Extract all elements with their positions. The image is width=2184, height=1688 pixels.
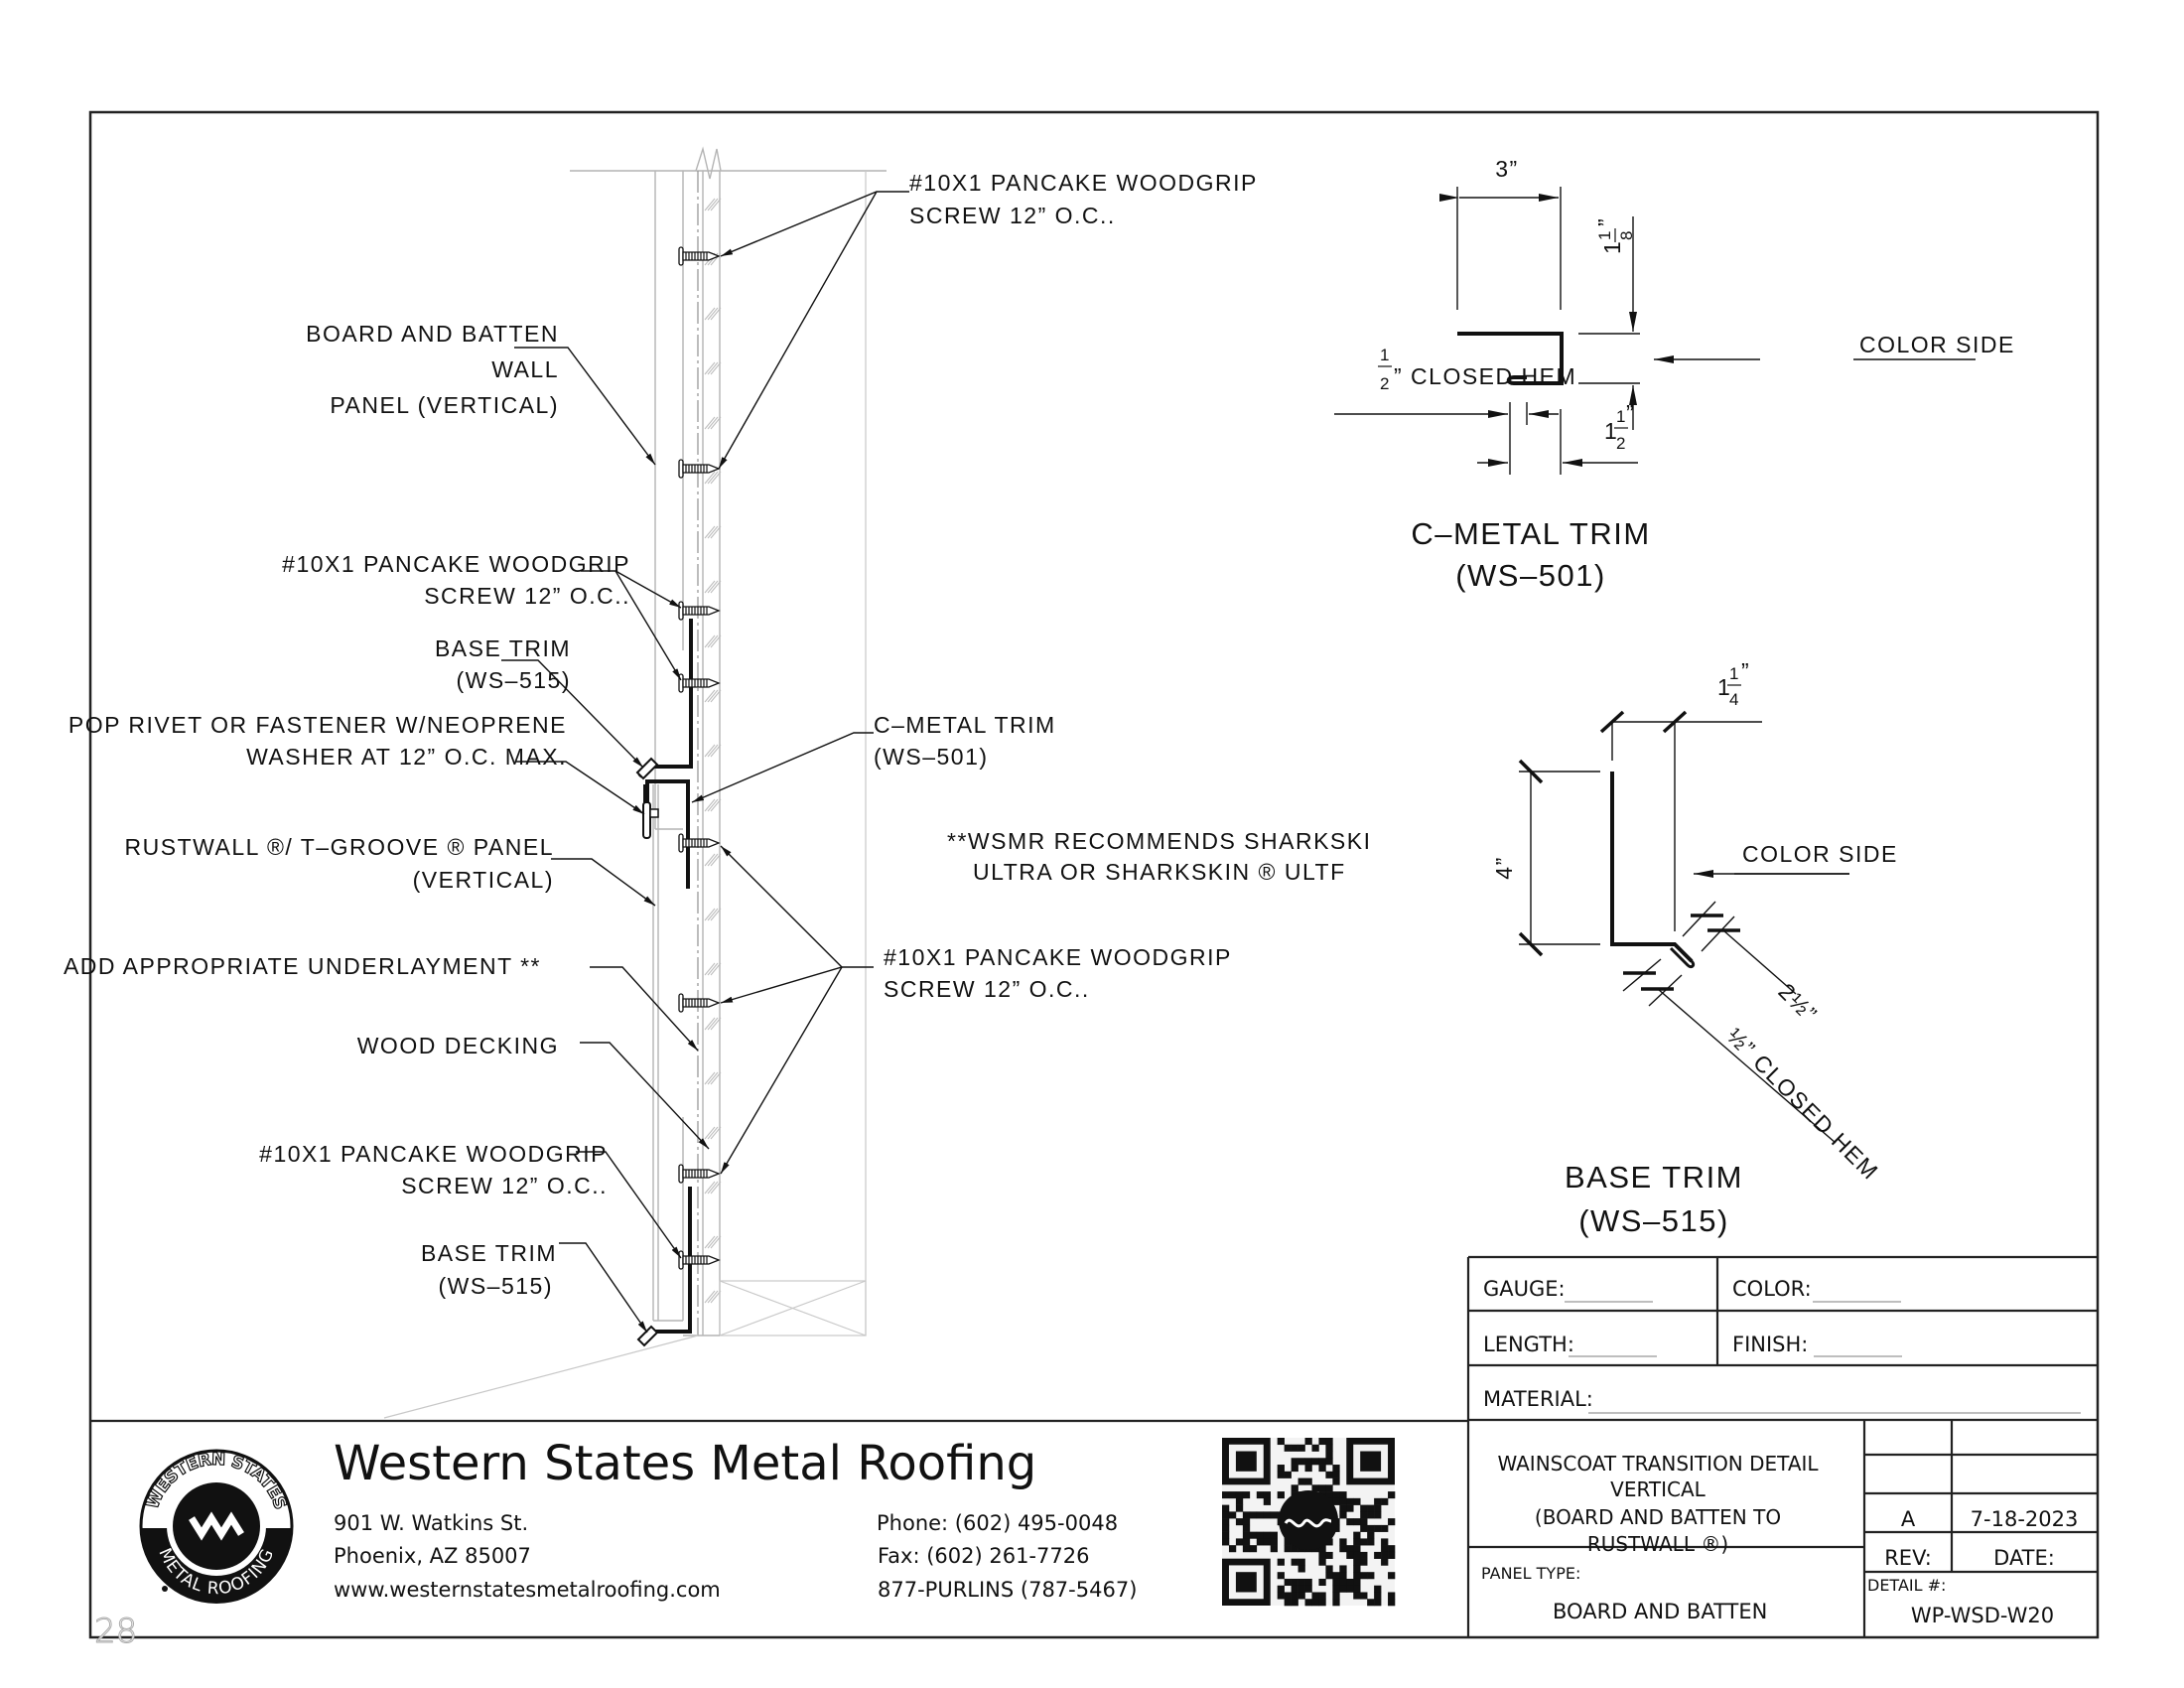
c-metal-trim-part-no: (WS–501) xyxy=(1455,558,1606,593)
label-screw-top: SCREW 12” O.C.. xyxy=(909,203,1116,228)
label-screw-right: #10X1 PANCAKE WOODGRIP xyxy=(884,944,1232,970)
label-pop-rivet: WASHER AT 12” O.C. MAX. xyxy=(246,744,567,770)
svg-text:1: 1 xyxy=(1595,229,1614,240)
screw-icon xyxy=(678,601,720,621)
company-tollfree: 877-PURLINS (787-5467) xyxy=(878,1578,1137,1602)
screw-icon xyxy=(678,1164,720,1184)
svg-text:”: ” xyxy=(1626,400,1635,426)
note-sharkskin: ULTRA OR SHARKSKIN ® ULTF xyxy=(973,859,1346,885)
company-phone: Phone: (602) 495-0048 xyxy=(877,1511,1118,1535)
label-base-trim-upper: (WS–515) xyxy=(456,667,571,693)
date-value: 7-18-2023 xyxy=(1971,1507,2079,1531)
dim-height: 4” xyxy=(1491,856,1517,879)
label-screw-right: SCREW 12” O.C.. xyxy=(884,976,1090,1002)
svg-text:2: 2 xyxy=(1380,374,1391,393)
framing-block xyxy=(719,1280,867,1336)
base-trim-title: BASE TRIM xyxy=(1565,1160,1743,1195)
label-base-trim-lower: (WS–515) xyxy=(438,1273,553,1299)
drawing-title: VERTICAL xyxy=(1610,1477,1706,1501)
label-board-batten: WALL xyxy=(491,356,559,382)
base-trim-shape xyxy=(1610,772,1694,963)
drawing-title: WAINSCOAT TRANSITION DETAIL xyxy=(1497,1452,1819,1476)
screw-icon xyxy=(678,833,720,853)
svg-text:2: 2 xyxy=(1616,434,1627,453)
svg-text:1: 1 xyxy=(1616,407,1627,426)
panel-type-label: PANEL TYPE: xyxy=(1481,1564,1580,1583)
dim-top: 1 xyxy=(1599,240,1625,254)
company-address-line2: Phoenix, AZ 85007 xyxy=(334,1544,531,1568)
page-number: 28 xyxy=(94,1612,137,1651)
detail-label: DETAIL #: xyxy=(1867,1576,1946,1595)
grade-line xyxy=(383,1335,699,1419)
c-metal-trim-title: C–METAL TRIM xyxy=(1411,516,1650,551)
rev-label: REV: xyxy=(1884,1546,1932,1570)
company-name: Western States Metal Roofing xyxy=(334,1436,1036,1491)
screw-icon xyxy=(678,673,720,693)
label-underlayment: ADD APPROPRIATE UNDERLAYMENT ** xyxy=(64,953,541,979)
panel-type-value: BOARD AND BATTEN xyxy=(1553,1600,1767,1623)
label-board-batten: BOARD AND BATTEN xyxy=(306,321,559,347)
screw-icon xyxy=(678,1250,720,1270)
rev-value: A xyxy=(1901,1507,1916,1531)
company-logo: WESTERN STATES METAL ROOFING xyxy=(139,1449,294,1604)
svg-text:4: 4 xyxy=(1729,690,1740,709)
qr-code[interactable] xyxy=(1222,1438,1396,1607)
dim-width: 3” xyxy=(1495,156,1518,182)
spec-block: GAUGE: COLOR: LENGTH: FINISH: MATERIAL: xyxy=(1466,1255,2098,1637)
label-base-trim-lower: BASE TRIM xyxy=(421,1240,557,1266)
detail-number: WP-WSD-W20 xyxy=(1911,1604,2054,1627)
label-screw-mid: SCREW 12” O.C.. xyxy=(424,583,630,609)
leader-lines xyxy=(501,191,909,1334)
label-color-side: COLOR SIDE xyxy=(1859,332,2015,357)
label-rustwall: RUSTWALL ®/ T–GROOVE ® PANEL xyxy=(125,834,554,860)
screw-icon xyxy=(678,459,720,479)
label-rustwall: (VERTICAL) xyxy=(413,867,554,893)
sheet-border xyxy=(88,110,2100,1639)
svg-text:1: 1 xyxy=(1729,664,1740,683)
label-screw-top: #10X1 PANCAKE WOODGRIP xyxy=(909,170,1258,196)
gauge-label: GAUGE: xyxy=(1483,1277,1566,1301)
label-wood-decking: WOOD DECKING xyxy=(357,1033,559,1058)
company-website[interactable]: www.westernstatesmetalroofing.com xyxy=(334,1578,721,1602)
finish-label: FINISH: xyxy=(1732,1333,1808,1356)
c-metal-trim-shape xyxy=(1457,332,1564,385)
svg-text:1: 1 xyxy=(1380,346,1391,364)
company-fax: Fax: (602) 261-7726 xyxy=(878,1544,1089,1568)
label-board-batten: PANEL (VERTICAL) xyxy=(330,392,559,418)
label-color-side: COLOR SIDE xyxy=(1742,841,1898,867)
date-label: DATE: xyxy=(1993,1546,2055,1570)
company-address-line1: 901 W. Watkins St. xyxy=(334,1511,528,1535)
base-trim-profile: 1 1 4 ” 4” COLOR SIDE 2½” ½” CLOSED HEM … xyxy=(1491,658,1898,1238)
length-label: LENGTH: xyxy=(1483,1333,1574,1356)
wall-section-detail: #10X1 PANCAKE WOODGRIP SCREW 12” O.C.. B… xyxy=(64,146,1371,1419)
drawing-title: RUSTWALL ®) xyxy=(1587,1532,1728,1556)
svg-text:”: ” xyxy=(1593,217,1619,226)
drawing-title: (BOARD AND BATTEN TO xyxy=(1535,1505,1781,1529)
color-label: COLOR: xyxy=(1732,1277,1812,1301)
dim-width: 1 xyxy=(1717,674,1731,700)
dim-hem: ½” CLOSED HEM xyxy=(1721,1023,1883,1185)
screw-icon xyxy=(678,993,720,1013)
svg-text:8: 8 xyxy=(1617,229,1636,240)
svg-text:”: ” xyxy=(1741,658,1750,684)
label-c-metal-trim: C–METAL TRIM xyxy=(874,712,1056,738)
c-metal-trim-profile: 3” 1 1 8 ” COLOR SIDE 1 2 ” CLOSED HEM 1… xyxy=(1334,156,2015,593)
label-screw-low: #10X1 PANCAKE WOODGRIP xyxy=(259,1141,608,1167)
label-c-metal-trim: (WS–501) xyxy=(874,744,989,770)
label-pop-rivet: POP RIVET OR FASTENER W/NEOPRENE xyxy=(68,712,567,738)
dim-kick: 2½” xyxy=(1773,978,1823,1028)
label-base-trim-upper: BASE TRIM xyxy=(435,635,571,661)
note-sharkskin: **WSMR RECOMMENDS SHARKSKI xyxy=(947,828,1371,854)
label-screw-low: SCREW 12” O.C.. xyxy=(401,1173,608,1198)
base-trim-part-no: (WS–515) xyxy=(1578,1203,1729,1238)
company-footer: WESTERN STATES METAL ROOFING 28 Western … xyxy=(94,1436,1396,1652)
title-block: WAINSCOAT TRANSITION DETAIL VERTICAL (BO… xyxy=(1468,1420,2098,1637)
label-closed-hem: ” CLOSED HEM xyxy=(1394,363,1576,389)
pop-rivet xyxy=(642,801,659,839)
dim-bottom: 1 xyxy=(1604,418,1618,444)
label-screw-mid: #10X1 PANCAKE WOODGRIP xyxy=(282,551,630,577)
material-label: MATERIAL: xyxy=(1483,1387,1593,1411)
